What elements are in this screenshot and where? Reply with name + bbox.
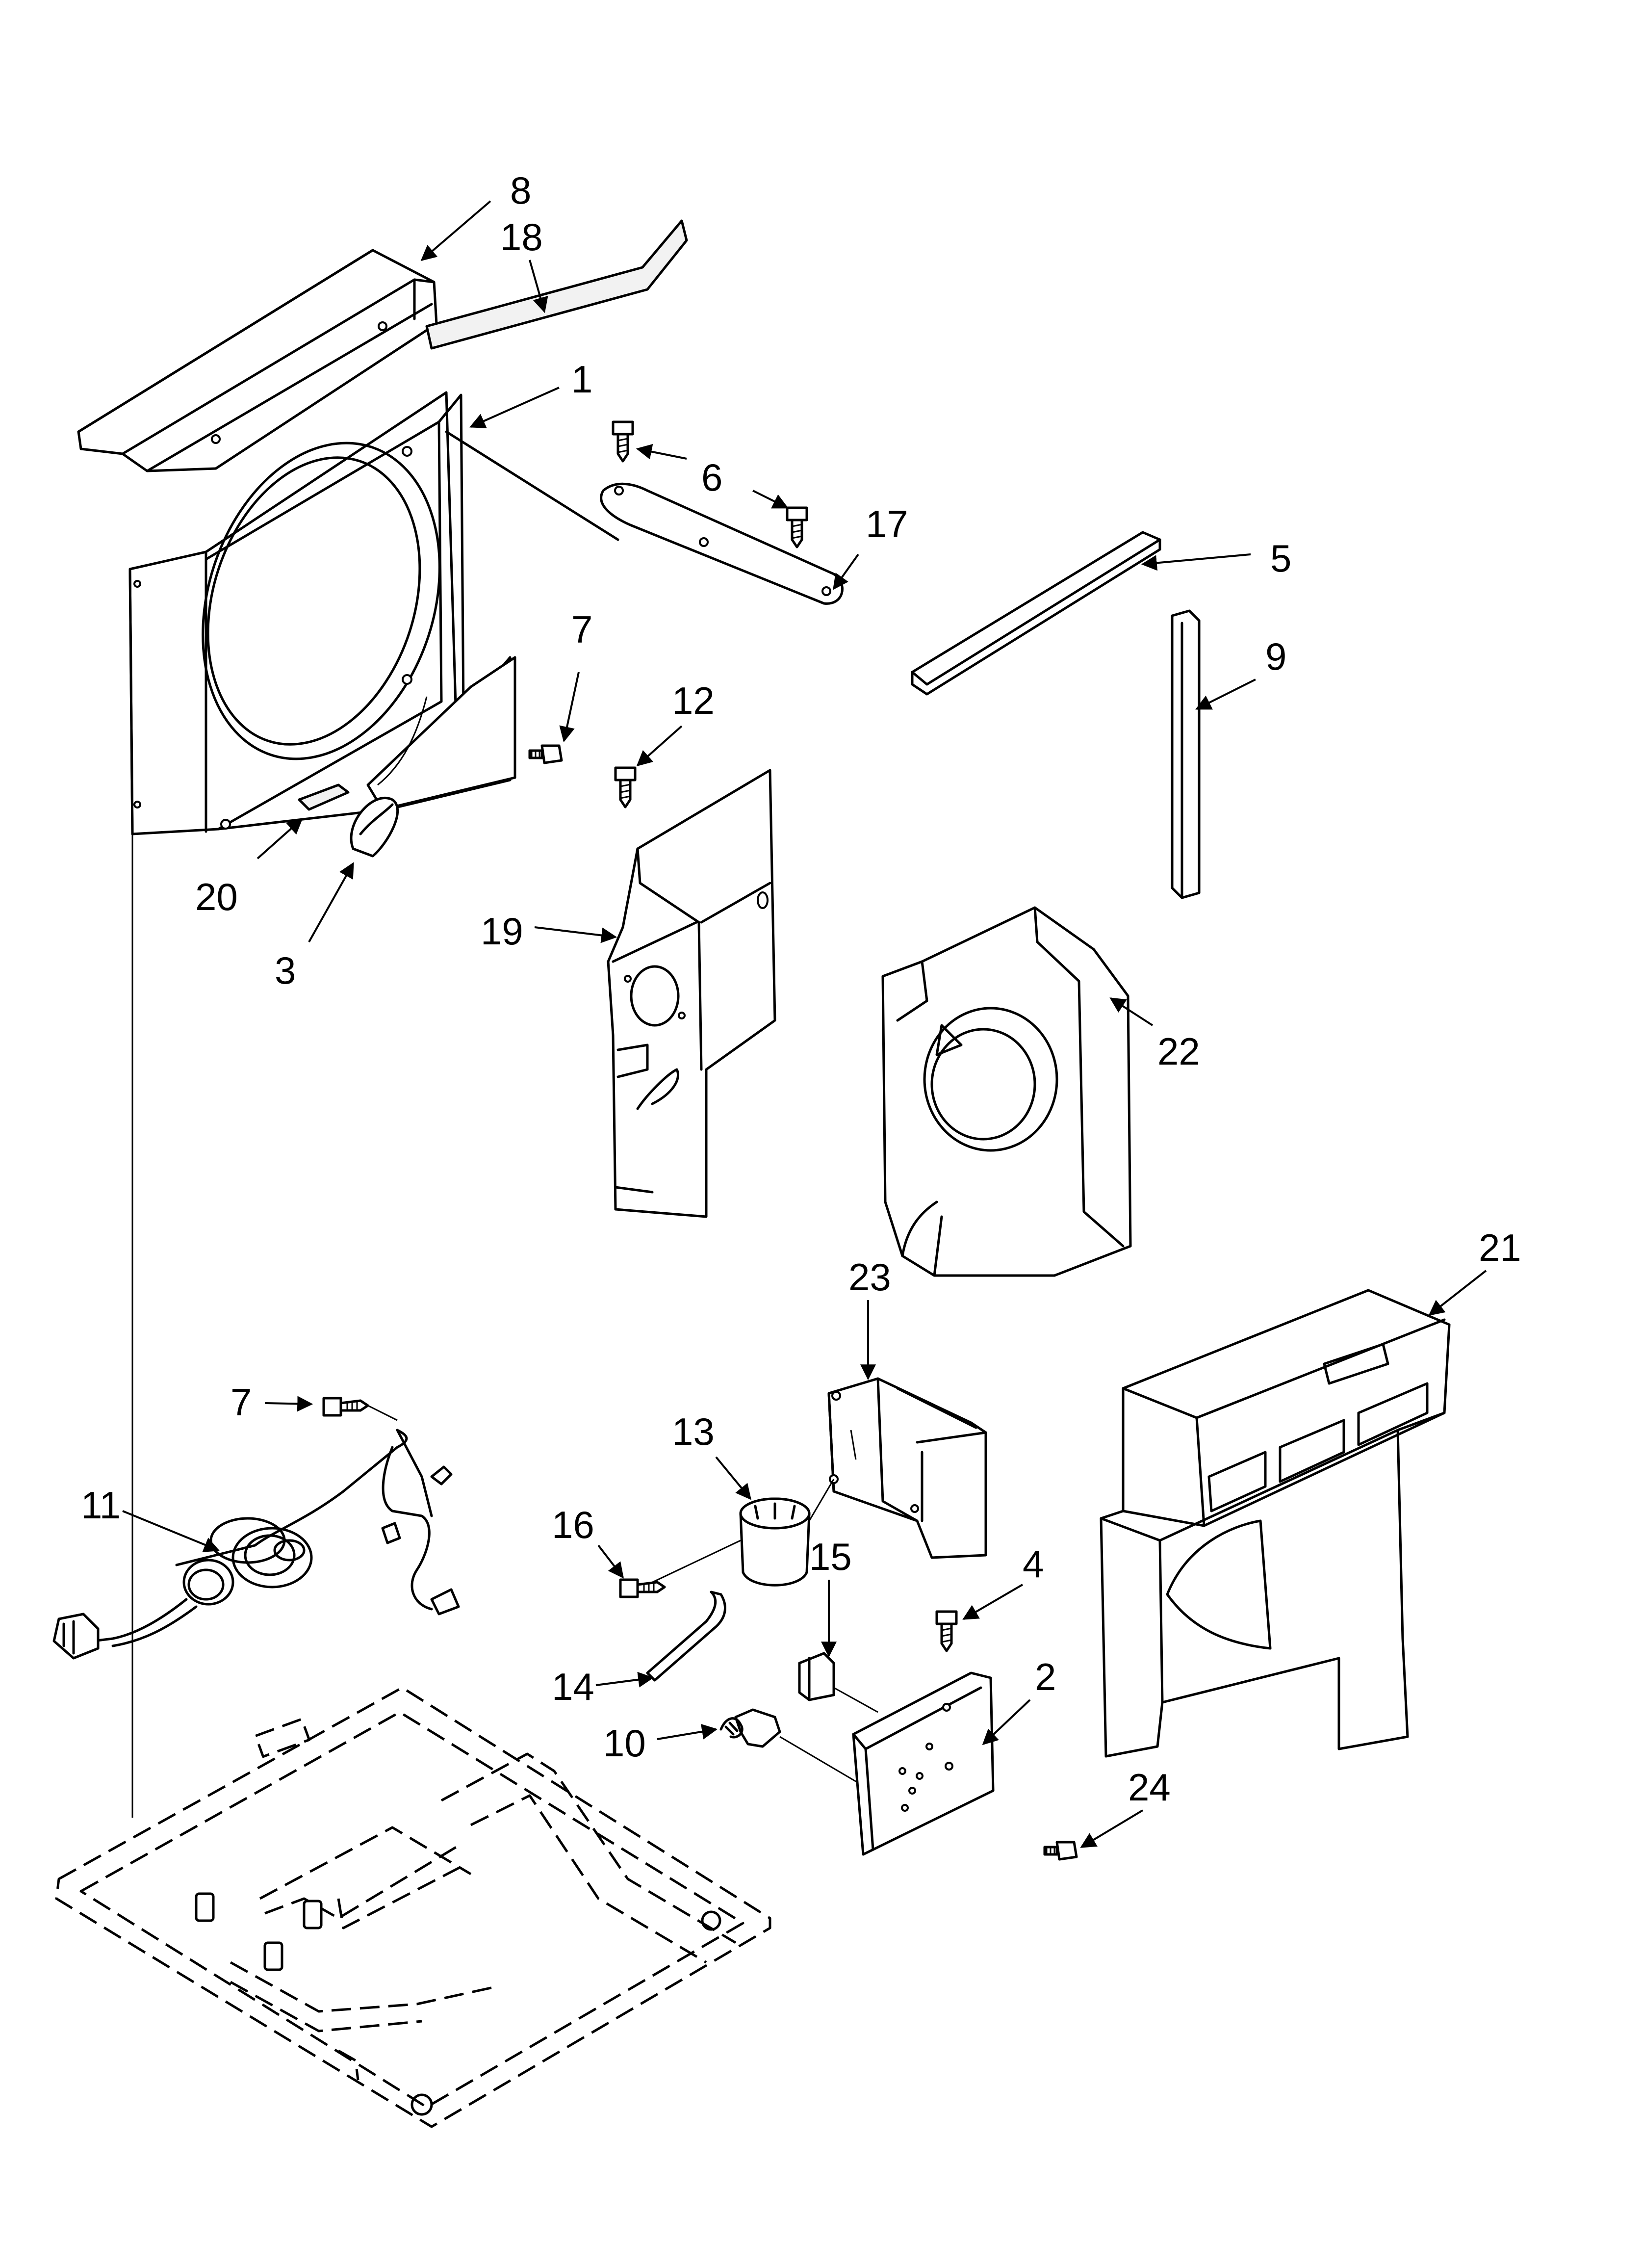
callout-1: 1 (571, 358, 592, 401)
screw-icon (612, 420, 634, 463)
part-22-blower-housing (881, 906, 1132, 1277)
part-16-screw (619, 1578, 666, 1598)
callout-17: 17 (866, 502, 908, 546)
part-4-screw (935, 1610, 958, 1652)
part-3-knob (350, 797, 399, 858)
callout-9: 9 (1265, 635, 1286, 678)
callout-11: 11 (81, 1484, 121, 1527)
part-7-screw-upper (528, 744, 563, 764)
callout-4: 4 (1023, 1542, 1044, 1586)
part-5-bar (911, 531, 1161, 696)
callout-22: 22 (1157, 1030, 1200, 1073)
part-2-panel (852, 1671, 995, 1856)
part-10-switch (719, 1708, 864, 1787)
part-17-strap (600, 482, 844, 605)
part-11-power-cord (52, 1429, 460, 1660)
callout-6: 6 (701, 456, 722, 499)
part-14-tube (646, 1590, 726, 1682)
callout-24: 24 (1128, 1766, 1171, 1809)
callout-3: 3 (275, 949, 296, 992)
part-20-pad (298, 783, 350, 811)
callout-16: 16 (552, 1503, 594, 1546)
part-18-foam-strip (425, 219, 688, 350)
part-1-side-bracket (366, 656, 516, 811)
callout-5: 5 (1270, 537, 1291, 580)
callout-13: 13 (672, 1410, 715, 1453)
part-12-screw (614, 766, 637, 808)
callout-7-upper: 7 (571, 608, 592, 651)
callout-2: 2 (1035, 1655, 1056, 1698)
callout-7-lower: 7 (231, 1381, 252, 1424)
callout-19: 19 (481, 910, 523, 953)
callout-labels: 8 18 1 6 17 5 9 7 12 20 3 19 22 23 21 7 … (81, 169, 1521, 1809)
part-21-air-chamber (1100, 1289, 1451, 1758)
part-15-clip (798, 1652, 878, 1713)
part-23-capacitor-bracket (827, 1377, 987, 1559)
base-pan-dashed (55, 1686, 771, 2128)
callout-15: 15 (809, 1535, 852, 1578)
callout-14: 14 (552, 1665, 594, 1708)
callout-8: 8 (510, 169, 531, 212)
callout-leaders (122, 200, 1487, 1848)
part-19-control-bracket (607, 769, 776, 1218)
part-8-top-rail (77, 249, 438, 472)
callout-12: 12 (672, 679, 715, 722)
part-9-vertical-bar (1171, 609, 1201, 899)
callout-23: 23 (848, 1255, 891, 1299)
part-13-capacitor (647, 1479, 835, 1587)
callout-20: 20 (195, 875, 238, 918)
callout-10: 10 (603, 1721, 646, 1765)
screw-icon (786, 506, 808, 548)
part-6-screws (612, 420, 808, 548)
callout-18: 18 (500, 215, 543, 259)
callout-21: 21 (1479, 1226, 1521, 1269)
part-24-screw (1043, 1841, 1078, 1861)
part-7-screw-lower (322, 1397, 398, 1421)
